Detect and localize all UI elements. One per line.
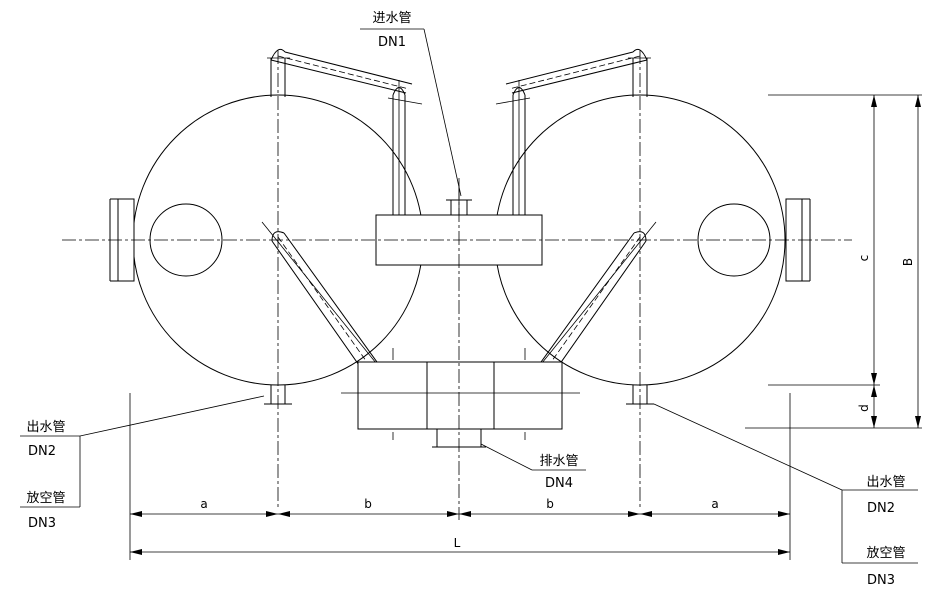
dim-B: B [901, 258, 915, 266]
vent-left-size: DN3 [28, 516, 56, 531]
vent-left-label: 放空管 [26, 491, 65, 506]
dim-a-right: a [711, 497, 718, 511]
dim-b-right: b [546, 497, 554, 511]
dim-b-left: b [364, 497, 372, 511]
inlet-label: 进水管 [372, 11, 411, 26]
outlet-right-size: DN2 [867, 501, 895, 516]
dim-a-left: a [200, 497, 207, 511]
callout-drain: 排水管 DN4 [480, 443, 586, 491]
outlet-right-label: 出水管 [866, 475, 905, 490]
horizontal-dimensions: a b b a L [129, 393, 791, 560]
dim-total: L [454, 536, 461, 550]
vent-right-size: DN3 [867, 573, 895, 588]
dim-d: d [857, 404, 871, 412]
callout-outlet-right: 出水管 DN2 放空管 DN3 [653, 403, 918, 588]
callout-outlet-left: 出水管 DN2 放空管 DN3 [20, 395, 265, 531]
callout-inlet: 进水管 DN1 [360, 11, 462, 197]
drain-size: DN4 [545, 476, 573, 491]
outlet-left-size: DN2 [28, 444, 56, 459]
drain-label: 排水管 [539, 454, 578, 469]
upper-pipework [267, 48, 651, 230]
outlet-left-label: 出水管 [26, 420, 65, 435]
drain-header [341, 348, 580, 448]
dim-c: c [857, 255, 871, 262]
vertical-dimensions: c d B [745, 94, 922, 429]
centerlines [62, 50, 852, 520]
inlet-size: DN1 [378, 35, 406, 50]
vent-right-label: 放空管 [866, 546, 905, 561]
